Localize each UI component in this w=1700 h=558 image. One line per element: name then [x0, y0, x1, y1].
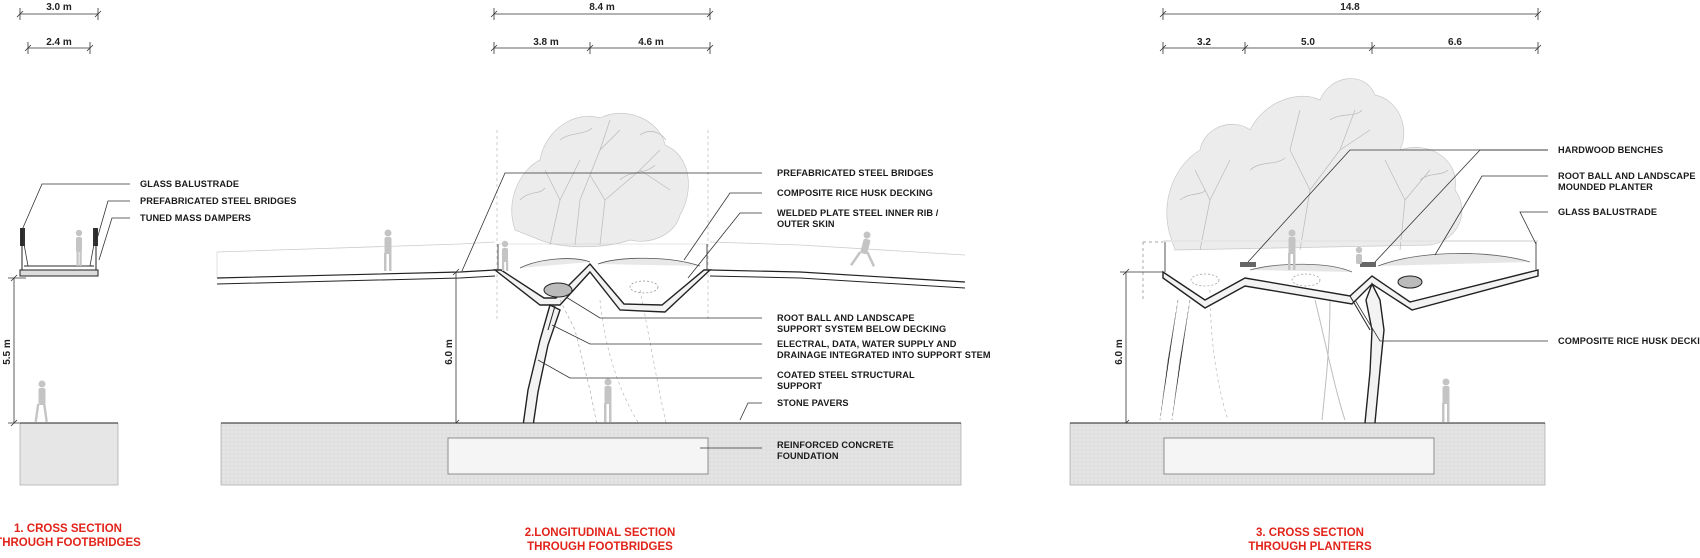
label-s2-3-line-2: SUPPORT SYSTEM BELOW DECKING [777, 324, 946, 334]
label-s3-glass-balustrade: GLASS BALUSTRADE [1558, 207, 1657, 217]
pedestrian-section-3 [1442, 378, 1450, 422]
tree-canopy-section-2 [496, 113, 709, 441]
pedestrian-figure [34, 380, 48, 423]
label-s2-5-line-1: COATED STEEL STRUCTURAL [777, 370, 915, 380]
label-glass-balustrade: GLASS BALUSTRADE [140, 179, 239, 189]
dim-label-6-0-s3: 6.0 m [1114, 339, 1125, 365]
dimension-3-8-4-6: 3.8 m 4.6 m [490, 37, 714, 54]
label-s2-1-line-1: COMPOSITE RICE HUSK DECKING [777, 188, 933, 198]
caption-section-2-line-2: THROUGH FOOTBRIDGES [527, 541, 673, 553]
section-3-cross-section-planters: 14.8 3.2 5.0 6.6 [1069, 2, 1700, 553]
support-stem-section-3 [1349, 282, 1385, 446]
label-s2-7-line-1: REINFORCED CONCRETE [777, 440, 894, 450]
person-on-deck [1288, 229, 1296, 270]
label-s2-7-line-2: FOUNDATION [777, 451, 839, 461]
label-tuned-mass-dampers: TUNED MASS DAMPERS [140, 213, 251, 223]
height-dimension-6-0-section-2: 6.0 m [444, 268, 510, 427]
dim-label-4-6: 4.6 m [638, 37, 664, 48]
caption-section-2-line-1: 2.LONGITUDINAL SECTION [525, 527, 676, 539]
dim-label-3-0: 3.0 m [46, 2, 72, 13]
label-s3-3-line-1: COMPOSITE RICE HUSK DECKING [1558, 336, 1700, 346]
section-2-longitudinal-section: 8.4 m 3.8 m 4.6 m [216, 2, 991, 553]
label-s3-0-line-1: HARDWOOD BENCHES [1558, 145, 1663, 155]
dim-label-6-6: 6.6 [1448, 37, 1462, 48]
section-1-cross-section-footbridges: 3.0 m 2.4 m [0, 2, 297, 549]
label-s2-2-line-1: WELDED PLATE STEEL INNER RIB / [777, 208, 939, 218]
bridge-cross-section [19, 228, 99, 277]
dim-label-8-4: 8.4 m [589, 2, 615, 13]
label-s2-services-integrated: ELECTRAL, DATA, WATER SUPPLY AND DRAINAG… [777, 339, 991, 360]
dimension-14-8: 14.8 [1159, 2, 1542, 20]
label-s2-stone-pavers: STONE PAVERS [777, 398, 849, 408]
label-s2-4-line-2: DRAINAGE INTEGRATED INTO SUPPORT STEM [777, 350, 991, 360]
dim-label-5-0: 5.0 [1301, 37, 1315, 48]
label-s2-prefab-steel-bridges: PREFABRICATED STEEL BRIDGES [777, 168, 934, 178]
dim-label-14-8: 14.8 [1340, 2, 1360, 13]
concrete-foundation-section-2 [447, 437, 709, 475]
caption-section-3-line-2: THROUGH PLANTERS [1248, 541, 1372, 553]
dim-label-3-2: 3.2 [1197, 37, 1211, 48]
dimension-3-0: 3.0 m [16, 2, 102, 20]
dim-label-3-8: 3.8 m [533, 37, 559, 48]
label-s2-3-line-1: ROOT BALL AND LANDSCAPE [777, 313, 915, 323]
dim-label-5-5: 5.5 m [2, 339, 13, 365]
label-s2-rice-husk-decking: COMPOSITE RICE HUSK DECKING [777, 188, 933, 198]
bridge-deck-longitudinal [216, 241, 966, 313]
label-prefab-steel-bridges: PREFABRICATED STEEL BRIDGES [140, 196, 297, 206]
label-s2-4-line-1: ELECTRAL, DATA, WATER SUPPLY AND [777, 339, 957, 349]
label-s2-welded-plate-steel: WELDED PLATE STEEL INNER RIB / OUTER SKI… [777, 208, 939, 229]
label-s3-root-ball-planter: ROOT BALL AND LANDSCAPE MOUNDED PLANTER [1558, 171, 1696, 192]
label-s2-0-line-1: PREFABRICATED STEEL BRIDGES [777, 168, 934, 178]
person-figure [75, 229, 83, 266]
height-dimension-6-0-section-3: 6.0 m [1114, 268, 1163, 427]
ground-section-1 [19, 422, 119, 486]
tree-canopies-section-3 [1166, 78, 1463, 421]
caption-section-3-line-1: 3. CROSS SECTION [1256, 527, 1364, 539]
person-in-planter [501, 240, 509, 271]
label-s3-hardwood-benches: HARDWOOD BENCHES [1558, 145, 1663, 155]
label-s3-rice-husk-decking: COMPOSITE RICE HUSK DECKING [1558, 336, 1700, 346]
label-s3-1-line-2: MOUNDED PLANTER [1558, 182, 1653, 192]
dimension-3-2-5-0-6-6: 3.2 5.0 6.6 [1159, 37, 1542, 54]
label-s3-1-line-1: ROOT BALL AND LANDSCAPE [1558, 171, 1696, 181]
label-s2-concrete-foundation: REINFORCED CONCRETE FOUNDATION [777, 440, 894, 461]
caption-section-1-line-2: THROUGH FOOTBRIDGES [0, 537, 141, 549]
label-s2-6-line-1: STONE PAVERS [777, 398, 849, 408]
height-dimension-5-5: 5.5 m [2, 274, 26, 427]
dim-label-6-0-s2: 6.0 m [444, 339, 455, 365]
seated-person [1355, 246, 1363, 264]
concrete-foundation-section-3 [1163, 437, 1435, 475]
caption-section-1-line-1: 1. CROSS SECTION [14, 523, 122, 535]
label-s2-5-line-2: SUPPORT [777, 381, 822, 391]
planter-deck-structure [1142, 240, 1539, 421]
dimension-2-4: 2.4 m [24, 37, 94, 54]
label-s2-coated-steel-support: COATED STEEL STRUCTURAL SUPPORT [777, 370, 915, 391]
person-on-bridge-left [384, 229, 392, 271]
runner-figure [850, 231, 876, 267]
label-s2-root-ball-support: ROOT BALL AND LANDSCAPE SUPPORT SYSTEM B… [777, 313, 946, 334]
person-under-bridge [604, 378, 612, 422]
label-s2-2-line-2: OUTER SKIN [777, 219, 835, 229]
label-s3-2-line-1: GLASS BALUSTRADE [1558, 207, 1657, 217]
dim-label-2-4: 2.4 m [46, 37, 72, 48]
dimension-8-4: 8.4 m [490, 2, 714, 20]
